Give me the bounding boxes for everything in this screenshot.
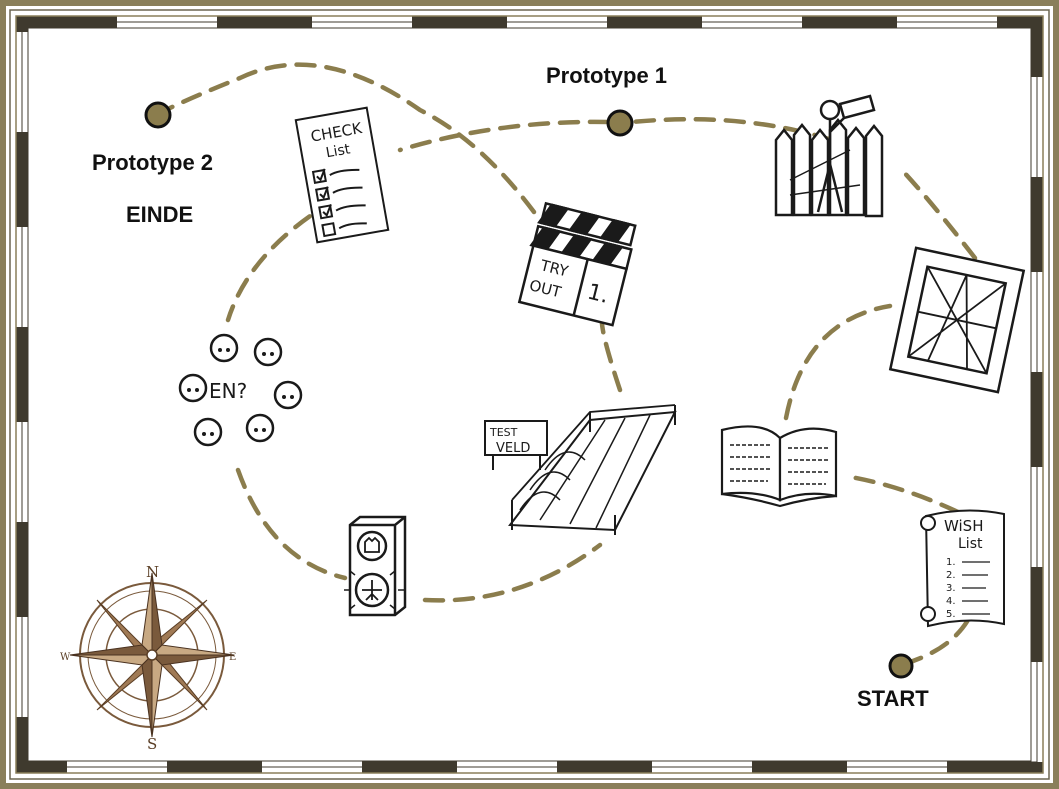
label-prototype1: Prototype 1 <box>546 63 668 88</box>
wishlist-title: WiSH <box>944 517 983 535</box>
compass-west: W <box>60 652 71 663</box>
wishlist-item-2: 2. <box>946 570 956 581</box>
wishlist-subtitle: List <box>958 536 983 552</box>
label-start: START <box>857 686 929 711</box>
wishlist-item-4: 4. <box>946 596 956 607</box>
open-book-icon <box>720 425 838 508</box>
wishlist-item-1: 1. <box>946 557 956 568</box>
wishlist-item-5: 5. <box>946 609 956 620</box>
milestone-prototype1 <box>606 109 634 137</box>
checklist-icon: CHECK List <box>294 106 390 244</box>
compass-rose-icon: N S E W <box>60 563 236 753</box>
wishlist-scroll-icon: WiSH List 1. 2. 3. 4. 5. <box>920 509 1005 628</box>
label-einde: EINDE <box>126 202 194 227</box>
test-field-icon: TEST VELD <box>484 404 677 535</box>
milestone-prototype2 <box>144 101 172 129</box>
people-circle-icon: EN? <box>178 333 303 447</box>
label-prototype2: Prototype 2 <box>92 150 214 175</box>
frame-icon <box>888 246 1026 394</box>
test-field-sign-line2: VELD <box>496 441 530 456</box>
wishlist-item-3: 3. <box>946 583 956 594</box>
checklist-subtitle: List <box>325 141 352 161</box>
lookout-fence-icon <box>774 94 884 218</box>
milestone-start <box>888 653 914 679</box>
test-field-sign-line1: TEST <box>489 426 518 439</box>
compass-north: N <box>146 563 159 581</box>
compass-east: E <box>229 652 236 663</box>
clapperboard-icon: TRY OUT 1. <box>517 201 637 327</box>
traffic-light-icon <box>344 515 407 617</box>
people-circle-text: EN? <box>209 379 247 403</box>
compass-south: S <box>147 735 157 753</box>
